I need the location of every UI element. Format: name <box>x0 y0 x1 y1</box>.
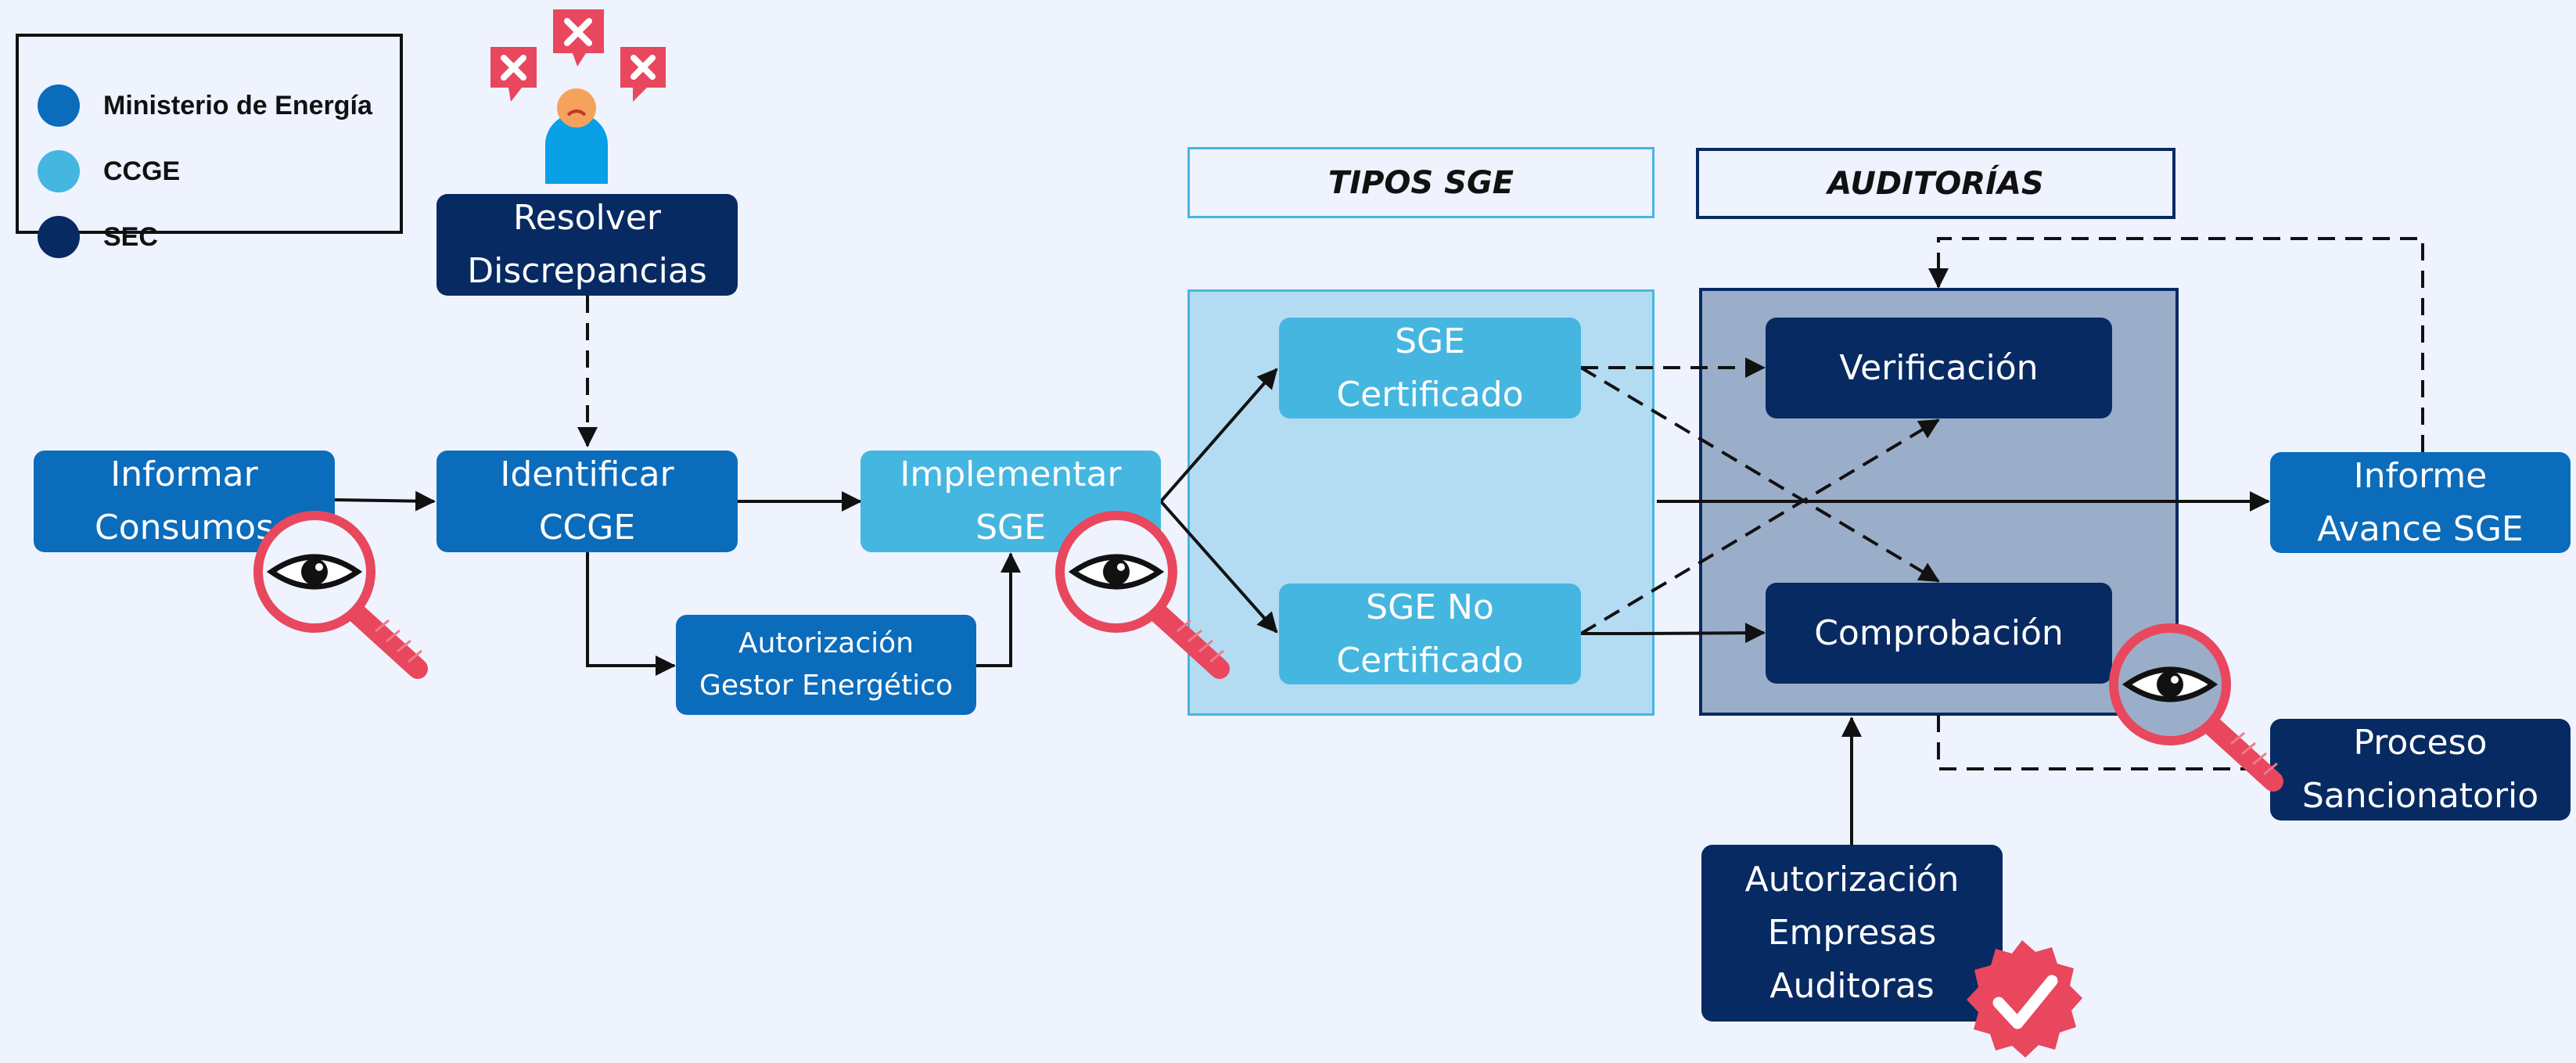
legend-item-ccge: CCGE <box>19 148 180 195</box>
sec-color-dot <box>38 216 80 258</box>
error-x-bubble-icon <box>553 9 604 66</box>
autorizacion-gestor-node: Autorización Gestor Energético <box>676 615 976 715</box>
legend-label: CCGE <box>103 156 181 186</box>
arrow-implementar-to-certificado <box>1159 368 1278 503</box>
error-x-bubble-icon <box>490 47 537 102</box>
legend-item-sec: SEC <box>19 214 158 260</box>
arrow-autorizacion-to-implementar <box>976 552 1021 667</box>
arrow-implementar-to-no-certificado <box>1159 500 1278 634</box>
proceso-sancionatorio-node: Proceso Sancionatorio <box>2270 719 2571 821</box>
frustrated-person-icon <box>545 88 608 184</box>
legend-item-ministerio: Ministerio de Energía <box>19 82 372 129</box>
arrow-certificado-to-comprobacion <box>1579 366 1940 583</box>
implementar-sge-node: Implementar SGE <box>860 451 1161 552</box>
ccge-color-dot <box>38 150 80 192</box>
approval-check-badge-icon <box>1967 940 2082 1058</box>
arrow-no-certificado-to-comprobacion <box>1581 623 1766 644</box>
sge-certificado-node: SGE Certificado <box>1279 318 1581 418</box>
magnifier-eye-icon <box>2109 623 2283 792</box>
sge-no-certificado-node: SGE No Certificado <box>1279 584 1581 684</box>
auditorias-header: AUDITORÍAS <box>1696 148 2175 219</box>
tipos-sge-header: TIPOS SGE <box>1187 147 1654 218</box>
magnifier-eye-icon <box>1055 511 1230 679</box>
autorizacion-empresas-node: Autorización Empresas Auditoras <box>1701 845 2003 1022</box>
legend: Ministerio de Energía CCGE SEC <box>16 34 403 258</box>
line-comprobacion-to-sancionatorio <box>1937 715 2272 770</box>
arrow-informar-to-identificar <box>334 490 436 512</box>
verificacion-node: Verificación <box>1766 318 2112 418</box>
ministerio-color-dot <box>38 84 80 127</box>
informe-avance-node: Informe Avance SGE <box>2270 452 2571 553</box>
comprobacion-node: Comprobación <box>1766 583 2112 684</box>
identificar-ccge-node: Identificar CCGE <box>437 451 738 552</box>
legend-label: Ministerio de Energía <box>103 90 372 120</box>
arrow-no-certificado-to-verificacion <box>1579 418 1940 635</box>
error-x-bubble-icon <box>620 47 666 102</box>
arrow-identificar-to-autorizacion <box>586 552 676 676</box>
legend-label: SEC <box>103 221 158 252</box>
arrow-informe-to-verificacion <box>1928 237 2424 452</box>
resolver-discrepancias-node: Resolver Discrepancias <box>437 194 738 296</box>
magnifier-eye-icon <box>253 511 428 679</box>
